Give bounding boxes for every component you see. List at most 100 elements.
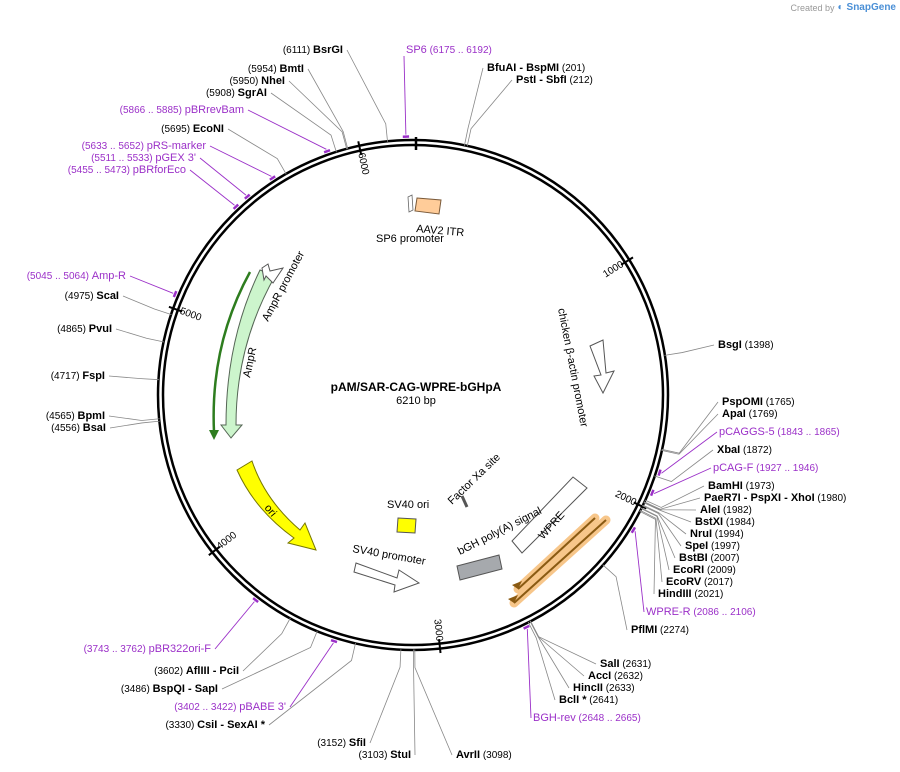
primer-label: SP6 (6175 .. 6192) [406,44,492,56]
primer-sp6[interactable]: SP6 (6175 .. 6192) [402,44,492,138]
sp6-promoter-feature[interactable]: SP6 promoter [376,194,444,245]
enzyme-site-scai[interactable]: (4975) ScaI [65,290,172,316]
enzyme-leader-line [242,617,291,672]
enzyme-site-bamhi[interactable]: BamHI (1973) [644,480,775,508]
enzyme-site-nhei[interactable]: (5950) NheI [229,75,348,150]
primer-range: (6175 .. 6192) [427,45,492,56]
ampr-arrow-icon [219,269,276,439]
primer-ampr[interactable]: (5045 .. 5064) Amp-R [27,270,178,298]
primer-pbabe3[interactable]: (3402 .. 3422) pBABE 3' [174,638,338,713]
sv40-ori-label: SV40 ori [387,499,429,511]
enzyme-position: (2631) [620,659,652,670]
enzyme-name: EcoNI [193,123,224,135]
primer-prsmarker[interactable]: (5633 .. 5652) pRS-marker [82,140,276,181]
enzyme-site-hindiii[interactable]: HindIII (2021) [639,510,723,600]
enzyme-label: AccI (2632) [588,670,643,682]
enzyme-position: (6111) [283,45,313,56]
backbone-inner-circle [161,143,665,647]
enzyme-site-nrui[interactable]: NruI (1994) [642,504,744,540]
enzyme-site-bpmi[interactable]: (4565) BpmI [46,410,160,422]
enzyme-leader-line [602,564,628,631]
enzyme-site-ecorv[interactable]: EcoRV (2017) [639,509,733,588]
enzyme-site-bstxi[interactable]: BstXI (1984) [643,502,755,528]
enzyme-site-sfii[interactable]: (3152) SfiI [317,649,402,749]
primer-label: WPRE-R (2086 .. 2106) [646,606,756,618]
sv40-ori-shape [396,517,417,534]
enzyme-label: (5908) SgrAI [206,87,267,99]
enzyme-site-bsai[interactable]: (4556) BsaI [51,420,160,434]
primer-label: (3743 .. 3762) pBR322ori-F [84,643,212,655]
enzyme-site-paer7i[interactable]: PaeR7I - PspXI - XhoI (1980) [643,492,846,510]
enzyme-label: AvrII (3098) [456,749,512,761]
enzyme-site-apai[interactable]: ApaI (1769) [661,408,778,455]
ampr-feature[interactable]: AmpR [209,269,276,440]
enzyme-site-bfuai[interactable]: BfuAI - BspMI (201) [464,62,585,146]
enzyme-site-avrii[interactable]: AvrII (3098) [414,649,512,761]
enzyme-site-bstbi[interactable]: BstBI (2007) [640,507,739,564]
enzyme-site-bspqi[interactable]: (3486) BspQI - SapI [121,630,318,695]
factor-xa-label: Factor Xa site [446,451,503,507]
enzyme-site-hincii[interactable]: HincII (2633) [529,620,635,694]
ori-feature[interactable]: ori [236,460,317,551]
enzyme-name: HindIII [658,588,692,600]
sv40-promoter-feature[interactable]: SV40 promoter [351,543,427,593]
enzyme-site-bsgi[interactable]: BsgI (1398) [664,339,774,356]
enzyme-site-bmti[interactable]: (5954) BmtI [248,63,349,150]
primer-pbrrevbam[interactable]: (5866 .. 5885) pBRrevBam [120,104,331,154]
ruler-tick-1000 [620,256,634,266]
enzyme-site-alei[interactable]: AleI (1982) [643,501,752,516]
enzyme-site-bsrgi[interactable]: (6111) BsrGI [283,44,388,142]
plasmid-backbone [156,137,670,652]
enzyme-name: PflMI [631,624,657,636]
enzyme-site-econi[interactable]: (5695) EcoNI [161,123,287,175]
enzyme-leader-line [664,344,715,356]
enzyme-site-stui[interactable]: (3103) StuI [359,649,416,761]
ruler-tick-3000 [438,639,442,654]
factor-xa-feature[interactable]: Factor Xa site [446,451,503,508]
enzyme-leader-line [270,92,337,153]
primer-range: (5511 .. 5533) [91,153,155,164]
enzyme-site-fspi[interactable]: (4717) FspI [51,370,159,382]
enzyme-leader-line [643,502,692,523]
enzyme-suffix: - SapI [185,683,218,695]
enzyme-leader-line [643,501,697,511]
enzyme-site-ecori[interactable]: EcoRI (2009) [640,508,736,576]
primer-pbrforeco[interactable]: (5455 .. 5473) pBRforEco [68,164,240,210]
enzyme-suffix: - SbfI [536,74,567,86]
enzyme-leader-line [530,620,597,665]
sv40-ori-feature[interactable]: SV40 ori [387,499,429,534]
ruler-tick-2000 [633,501,647,510]
enzyme-leader-line [109,420,160,429]
ruler-tick-6000 [357,141,363,156]
primer-wprer[interactable]: WPRE-R (2086 .. 2106) [630,526,756,618]
enzyme-site-sgrai[interactable]: (5908) SgrAI [206,87,337,153]
enzyme-site-xbai[interactable]: XbaI (1872) [654,444,772,483]
primer-pgex3[interactable]: (5511 .. 5533) pGEX 3' [91,152,251,200]
primer-name: SP6 [406,44,427,56]
primer-name: pRS-marker [147,140,207,152]
enzyme-name: BsaI [83,422,106,434]
enzyme-site-psti[interactable]: PstI - SbfI (212) [466,74,593,147]
enzyme-site-pspomi[interactable]: PspOMI (1765) [661,396,795,454]
enzyme-label: (4556) BsaI [51,422,106,434]
primer-bghrev[interactable]: BGH-rev (2648 .. 2665) [523,624,641,724]
enzyme-site-bcli[interactable]: BclI * (2641) [527,621,618,706]
primer-pbr322orif[interactable]: (3743 .. 3762) pBR322ori-F [84,597,259,655]
primer-leader-line [214,601,255,650]
primer-pcaggs5[interactable]: pCAGGS-5 (1843 .. 1865) [657,426,840,477]
primer-pcagf[interactable]: pCAG-F (1927 .. 1946) [649,462,818,497]
enzyme-site-spei[interactable]: SpeI (1997) [642,505,740,552]
enzyme-site-pflmi[interactable]: PflMI (2274) [602,564,689,636]
ruler-label-4000: 4000 [215,530,240,553]
primer-label: (5455 .. 5473) pBRforEco [68,164,186,176]
enzyme-site-afliii[interactable]: (3602) AflIII - PciI [154,617,291,677]
enzyme-site-pvui[interactable]: (4865) PvuI [57,323,165,343]
cba-promoter-feature[interactable]: chicken β-actin promoter [555,307,615,428]
enzyme-suffix: - SexAI * [217,719,265,731]
enzyme-label: (4865) PvuI [57,323,112,335]
enzyme-name: BfuAI [487,62,516,74]
enzyme-site-csii[interactable]: (3330) CsiI - SexAI * [165,642,356,731]
enzyme-position: (1398) [742,340,774,351]
enzyme-position: (3602) [154,666,186,677]
aav2-itr-feature[interactable]: AAV2 ITR [414,197,465,239]
